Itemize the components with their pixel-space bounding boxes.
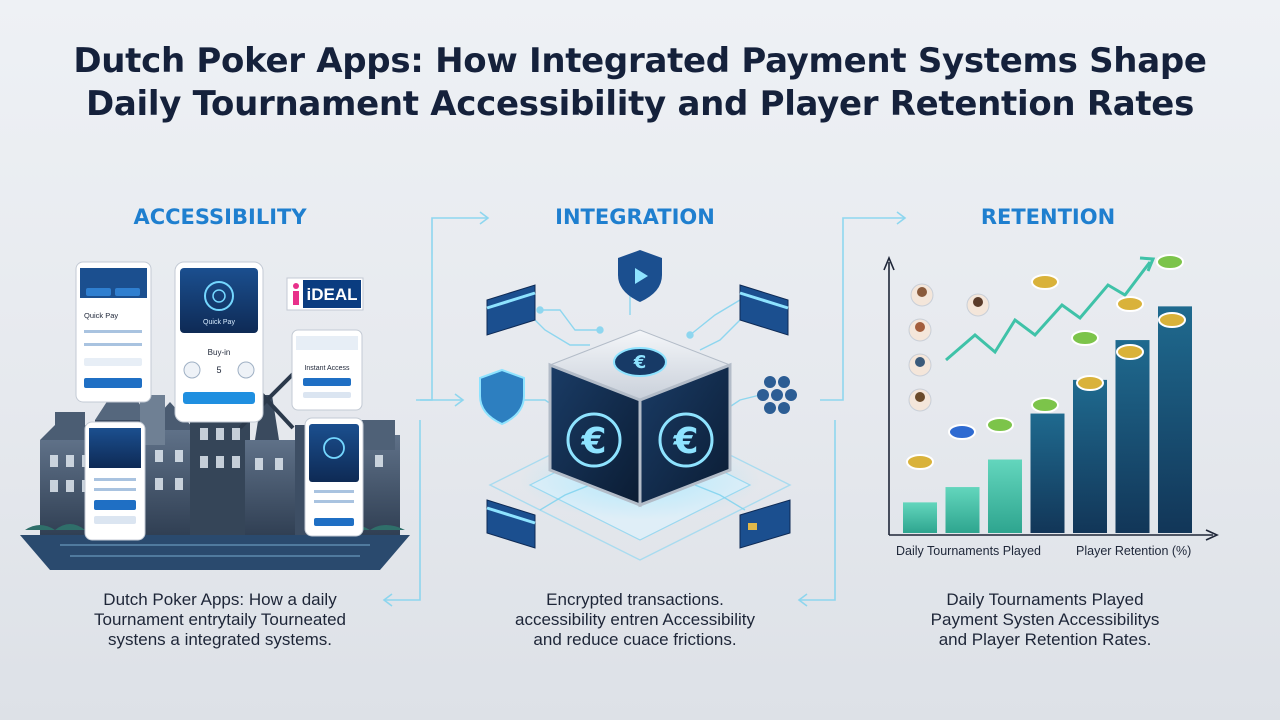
svg-text:€: € — [672, 421, 698, 462]
caption-accessibility-line-2: Tournament entrytaily Tourneated — [93, 610, 346, 629]
chart-bar-3 — [988, 459, 1022, 533]
ideal-logo: iDEAL — [286, 277, 364, 311]
card-icon-top-right — [739, 284, 789, 336]
caption-integration: Encrypted transactions. accessibility en… — [465, 590, 805, 650]
x-axis-label: Daily Tournaments Played — [896, 544, 1041, 558]
player-avatars — [908, 283, 990, 412]
euro-cube-icon: € € € — [548, 329, 732, 508]
phone-quick-pay-1: Quick Pay — [75, 261, 152, 403]
caption-accessibility-line-1: Dutch Poker Apps: How a daily — [103, 590, 337, 609]
phone1-title: Quick Pay — [84, 311, 118, 320]
retention-chart — [883, 255, 1219, 541]
card-icon-bottom-right — [739, 499, 791, 549]
section-title-accessibility: ACCESSIBILITY — [133, 205, 307, 229]
phone-deposit-screen — [84, 421, 146, 541]
shield-icon-left — [479, 368, 525, 426]
caption-accessibility-line-3: systens a integrated systems. — [108, 630, 332, 649]
phone-instant-access: Instant Access — [291, 329, 363, 411]
y-axis-label: Player Retention (%) — [1076, 544, 1192, 558]
phone-payment-screen — [304, 417, 364, 537]
page-title: Dutch Poker Apps: How Integrated Payment… — [0, 40, 1280, 126]
phone-quick-pay-2: Quick Pay Buy-in 5 — [174, 261, 264, 423]
svg-text:€: € — [633, 352, 647, 373]
caption-retention: Daily Tournaments Played Payment Systen … — [875, 590, 1215, 650]
phone2-buyin: Buy-in — [208, 348, 231, 357]
chart-bar-7 — [1158, 306, 1192, 533]
ideal-logo-text: iDEAL — [307, 285, 358, 304]
caption-retention-line-1: Daily Tournaments Played — [946, 590, 1144, 609]
caption-integration-line-1: Encrypted transactions. — [546, 590, 724, 609]
card-icon-top-left — [486, 284, 536, 336]
chart-bar-5 — [1073, 379, 1107, 533]
svg-text:€: € — [580, 421, 606, 462]
section-title-integration: INTEGRATION — [555, 205, 715, 229]
caption-integration-line-3: and reduce cuace frictions. — [533, 630, 737, 649]
caption-integration-line-2: accessibility entren Accessibility — [515, 610, 755, 629]
trend-line — [945, 261, 1152, 362]
chart-bar-6 — [1115, 340, 1150, 533]
chart-bar-2 — [945, 487, 980, 533]
title-line-1: Dutch Poker Apps: How Integrated Payment… — [73, 41, 1207, 81]
section-title-retention: RETENTION — [980, 205, 1116, 229]
caption-accessibility: Dutch Poker Apps: How a daily Tournament… — [50, 590, 390, 650]
shield-icon-top — [618, 250, 662, 302]
poker-chip-stacks — [906, 254, 1186, 470]
title-line-2: Daily Tournament Accessibility and Playe… — [85, 84, 1195, 124]
chart-bar-4 — [1030, 413, 1065, 533]
phone2-chip: 5 — [216, 365, 221, 375]
network-nodes-icon — [757, 376, 797, 414]
phone3-title: Instant Access — [304, 365, 350, 372]
caption-retention-line-2: Payment Systen Accessibilitys — [930, 610, 1160, 629]
caption-retention-line-3: and Player Retention Rates. — [938, 630, 1152, 649]
flow-connectors — [382, 211, 907, 607]
phone2-title: Quick Pay — [203, 319, 235, 326]
chart-bar-1 — [903, 502, 937, 533]
card-icon-bottom-left — [486, 499, 536, 549]
